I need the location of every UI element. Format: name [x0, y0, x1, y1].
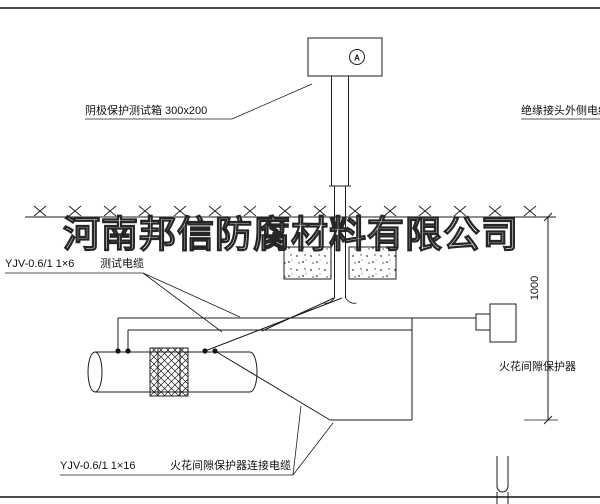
test-box: A: [307, 37, 383, 77]
cable-connection-dot: [202, 348, 208, 354]
label-bottom-cable-leader-2: [292, 405, 302, 476]
concrete-block-right: [348, 246, 397, 280]
dimension: 1000: [524, 212, 558, 425]
label-test-box-leader: [231, 83, 313, 120]
label-test-cable-name: 测试电缆: [100, 257, 144, 270]
spark-gap-body: [489, 303, 517, 343]
test-cable-diagonal-right: [204, 297, 343, 352]
label-right-cable: 绝缘接头外侧电缆: [521, 103, 600, 117]
pipe-left-end: [87, 351, 103, 393]
concrete-block-left: [283, 246, 332, 280]
cable-connection-dot: [212, 348, 218, 354]
ground-line-group: [25, 205, 556, 218]
ammeter-letter: A: [354, 54, 360, 63]
label-test-cable-leader-1: [142, 272, 241, 318]
ammeter-circle: [349, 49, 365, 65]
label-test-cable-spec: YJV-0.6/1 1×6: [5, 258, 74, 270]
cable-connection-dot: [115, 348, 121, 354]
label-test-cable-group: YJV-0.6/1 1×6 测试电缆: [5, 257, 241, 333]
pipe-break-curve: [496, 485, 509, 493]
label-test-box-group: 阴极保护测试箱 300x200: [85, 83, 313, 120]
watermark-text: 河南邦信防腐材料有限公司: [63, 214, 519, 255]
cables: [115, 297, 476, 421]
label-spark-gap: 火花间隙保护器: [499, 359, 576, 373]
label-test-cable-leader-2: [142, 272, 223, 333]
dimension-tick-top: [543, 212, 553, 222]
cable-diagonal-to-pipe: [214, 350, 331, 421]
cable-connection-dot: [125, 348, 131, 354]
label-test-box: 阴极保护测试箱 300x200: [85, 103, 207, 117]
pipe-right-end: [249, 351, 258, 393]
spark-gap-protector: [475, 303, 517, 343]
test-box-outline: [307, 37, 383, 77]
pipe-break-symbol: [496, 456, 509, 504]
foundation-blocks: [283, 246, 397, 280]
pipeline: [87, 347, 258, 397]
label-right-cable-group: 绝缘接头外侧电缆: [521, 103, 600, 120]
cable-exit-curl-right: [345, 297, 357, 304]
label-bottom-cable-name: 火花间隙保护器连接电缆: [170, 458, 291, 472]
dimension-text: 1000: [529, 276, 541, 300]
label-bottom-cable-spec: YJV-0.6/1 1×16: [60, 460, 136, 472]
conduit: [323, 76, 357, 304]
label-bottom-cable-group: YJV-0.6/1 1×16 火花间隙保护器连接电缆: [60, 405, 334, 476]
spark-gap-neck: [475, 313, 491, 331]
insulating-joint: [149, 347, 189, 397]
label-bottom-cable-leader-1: [292, 422, 334, 476]
